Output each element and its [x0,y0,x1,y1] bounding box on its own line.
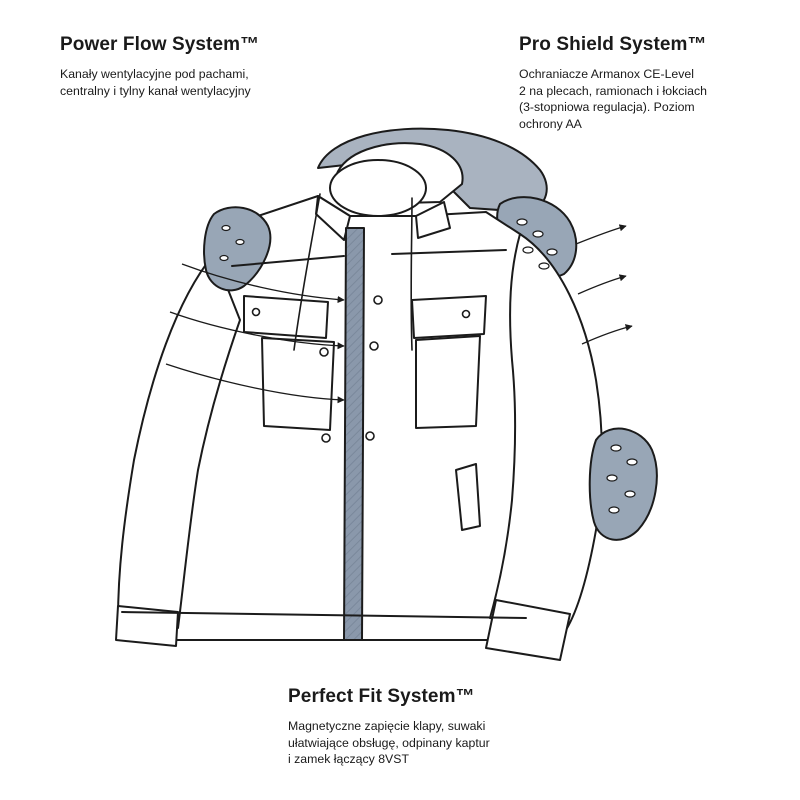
chest-pocket-right [415,335,481,429]
elbow-protector [588,427,658,541]
ventilation-arrow [165,363,345,404]
drawstring-right [410,197,413,351]
hem-band [121,611,527,619]
hand-pocket-right [455,463,481,531]
description-line: centralny i tylny kanał wentylacyjny [60,83,251,98]
description-line: ochrony AA [519,116,582,131]
drawstring-left [293,193,321,351]
zipper-placket [343,227,365,641]
description-line: Kanały wentylacyjne pod pachami, [60,67,249,81]
chest-pocket-flap-left [243,295,329,339]
chest-pocket-flap-right [411,295,487,339]
description-line: ułatwiające obsługę, odpinany kaptur [288,735,490,750]
description-line: (3-stopniowa regulacja). Poziom [519,100,695,114]
shield-arrow [581,324,633,345]
callout-power-flow: Power Flow System™ Kanały wentylacyjne p… [60,34,259,99]
yoke-seam [231,255,345,267]
description-line: Magnetyczne zapięcie klapy, suwaki [288,719,486,733]
ventilation-arrow [181,263,345,304]
callout-title: Perfect Fit System™ [288,686,475,707]
cuff-right [485,599,571,661]
description-line: i zamek łączący 8VST [288,752,409,766]
cuff-left [115,605,179,647]
callout-description: Magnetyczne zapięcie klapy, suwaki ułatw… [288,718,490,768]
callout-title: Pro Shield System™ [519,34,707,55]
callout-perfect-fit: Perfect Fit System™ Magnetyczne zapięcie… [288,686,490,768]
callout-description: Ochraniacze Armanox CE-Level 2 na plecac… [519,66,707,132]
callout-pro-shield: Pro Shield System™ Ochraniacze Armanox C… [519,34,707,132]
callout-title: Power Flow System™ [60,34,260,55]
shield-arrow [575,224,627,245]
description-line: Ochraniacze Armanox CE-Level [519,67,694,81]
ventilation-arrow [169,311,345,350]
description-line: 2 na plecach, ramionach i łokciach [519,83,707,98]
shield-arrow [577,274,627,295]
shoulder-protector-left [203,206,272,292]
collar-right [415,201,451,239]
buttons [251,295,471,443]
callout-description: Kanały wentylacyjne pod pachami, central… [60,66,259,99]
chest-pocket-left [261,337,335,431]
collar-left [315,195,351,241]
